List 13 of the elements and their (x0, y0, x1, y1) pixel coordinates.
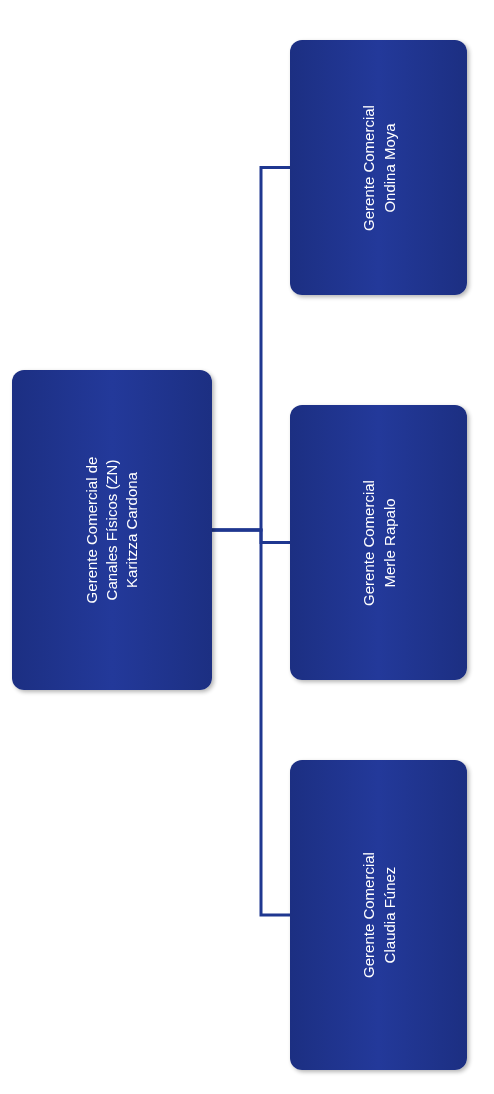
org-box (12, 370, 212, 690)
person-name: Claudia Fúnez (378, 866, 398, 964)
org-box (290, 405, 467, 680)
person-name: Karitzza Cardona (122, 472, 142, 588)
person-name: Ondina Moya (378, 122, 399, 213)
job-title: Gerente Comercial (358, 104, 378, 231)
person-name: Merle Rapalo (378, 497, 399, 588)
org-box (290, 40, 467, 295)
job-title: Gerente Comercial de Canales Físicos (ZN) (81, 455, 121, 606)
connector-line (212, 166, 290, 532)
job-title: Gerente Comercial (358, 479, 378, 606)
job-title: Gerente Comercial (358, 852, 378, 978)
org-box (290, 760, 467, 1070)
